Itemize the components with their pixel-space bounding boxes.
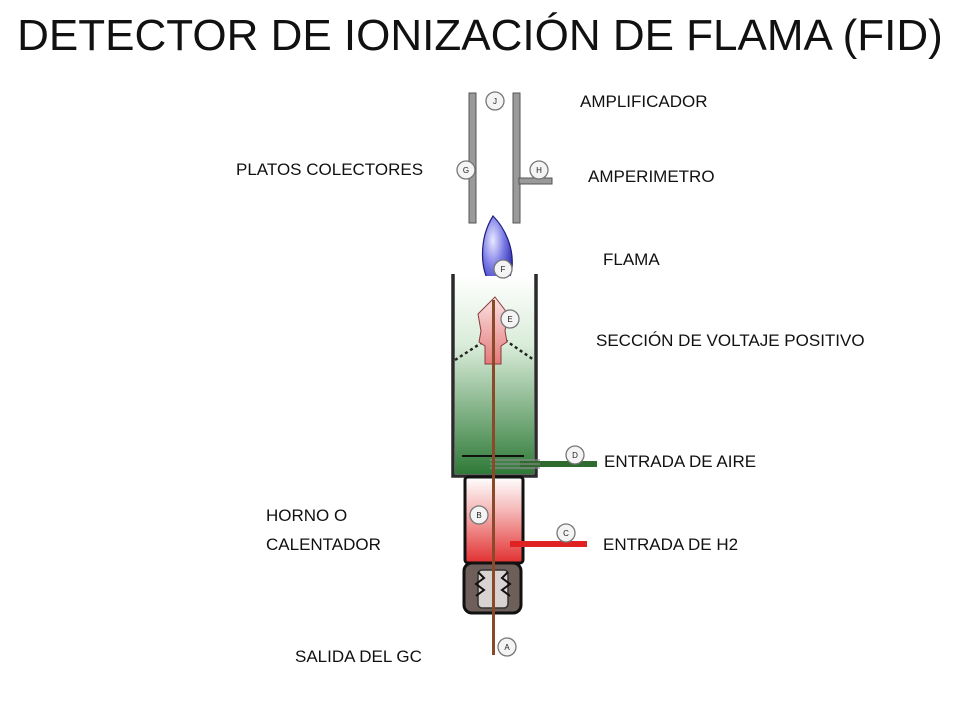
collector-plate-left (468, 92, 477, 224)
svg-text:E: E (507, 315, 512, 324)
collector-plate-right (512, 92, 521, 224)
label-horno-line2: CALENTADOR (266, 535, 381, 554)
svg-text:B: B (476, 511, 481, 520)
label-entrada-h2: ENTRADA DE H2 (603, 535, 739, 554)
spring-left (474, 571, 486, 597)
svg-text:H: H (536, 166, 542, 175)
marker-labels: J G H F E D B C (456, 91, 585, 657)
svg-text:G: G (463, 166, 469, 175)
svg-text:D: D (572, 451, 578, 460)
collector-plates (468, 92, 553, 224)
marker-d: D (565, 445, 585, 465)
svg-text:A: A (504, 643, 510, 652)
marker-j: J (485, 91, 505, 111)
h2-inlet-pipe (510, 541, 587, 547)
column-fitting (462, 561, 523, 615)
marker-e: E (500, 309, 520, 329)
label-seccion-voltaje: SECCIÓN DE VOLTAJE POSITIVO (596, 331, 865, 350)
marker-h: H (529, 160, 549, 180)
label-salida-gc: SALIDA DEL GC (295, 647, 422, 666)
marker-c: C (556, 523, 576, 543)
marker-f: F (493, 259, 513, 279)
svg-text:J: J (493, 97, 497, 106)
marker-a: A (497, 637, 517, 657)
marker-b: B (469, 505, 489, 525)
marker-g: G (456, 160, 476, 180)
label-horno-line1: HORNO O (266, 506, 348, 525)
diagram-title: DETECTOR DE IONIZACIÓN DE FLAMA (FID) (17, 11, 943, 60)
air-inlet-pipe (520, 461, 597, 467)
gc-column (492, 300, 495, 655)
air-inlet (490, 459, 597, 469)
label-amplificador: AMPLIFICADOR (580, 92, 708, 111)
svg-text:C: C (563, 529, 569, 538)
spring-right (500, 571, 512, 597)
label-flama: FLAMA (603, 250, 660, 269)
label-platos-colectores: PLATOS COLECTORES (236, 160, 424, 179)
svg-text:F: F (501, 265, 506, 274)
label-entrada-aire: ENTRADA DE AIRE (604, 452, 757, 471)
label-amperimetro: AMPERIMETRO (588, 167, 715, 186)
